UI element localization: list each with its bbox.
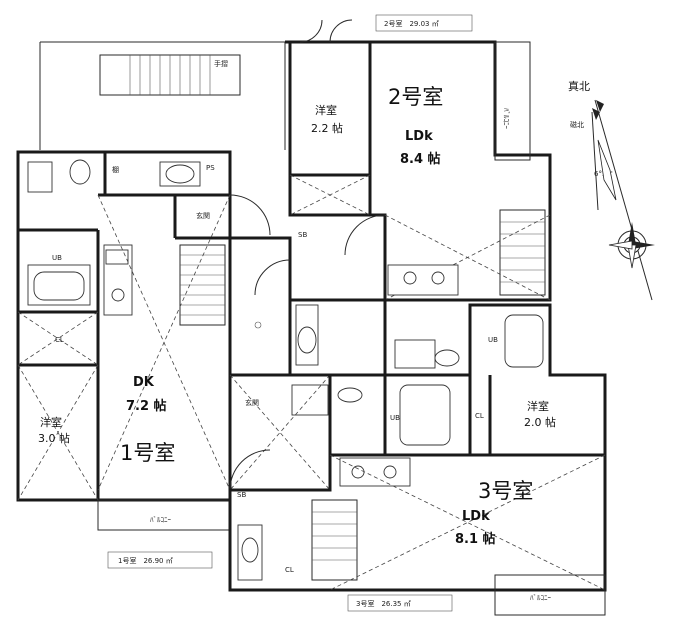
cl-label-unit3b: CL: [285, 566, 294, 574]
shelf-label: 棚: [112, 165, 119, 174]
unit3-name: 3号室: [478, 479, 533, 503]
unit1-main-size: 7.2 帖: [126, 398, 167, 414]
unit2-main-size: 8.4 帖: [400, 151, 441, 167]
sb-label-unit2: SB: [298, 231, 307, 239]
unit1-west-size: 3.0 帖: [38, 432, 70, 445]
cl-label-unit3: CL: [475, 412, 484, 420]
sb-label-central: SB: [237, 491, 246, 499]
unit-1: 棚 PS UB CL 玄関 ﾊﾞﾙｺﾆｰ DK 7.2 帖 1号室 洋室: [16, 150, 271, 569]
ps-label-unit1: PS: [206, 164, 215, 172]
unit1-name: 1号室: [120, 441, 175, 465]
balcony-label-unit2: ﾊﾞﾙｺﾆｰ: [502, 108, 510, 129]
ub-label-unit2: UB: [488, 336, 498, 344]
magnetic-north-label: 磁北: [570, 120, 584, 129]
unit2-main-room: LDk: [405, 129, 433, 144]
unit3-main-room: LDk: [462, 509, 490, 524]
unit3-west-room: 洋室: [527, 399, 549, 413]
unit2-area: 2号室 29.03 ㎡: [384, 19, 439, 28]
balcony-label-unit3: ﾊﾞﾙｺﾆｰ: [530, 594, 551, 602]
unit1-west-room: 洋室: [40, 415, 62, 429]
ub-label-unit1: UB: [52, 254, 62, 262]
central-core: 玄関 SB: [228, 236, 460, 499]
true-north-label: 真北: [568, 79, 590, 93]
unit3-area: 3号室 26.35 ㎡: [356, 599, 411, 608]
cl-label-unit1: CL: [55, 336, 64, 344]
unit2-west-size: 2.2 帖: [311, 122, 343, 135]
unit2-west-room: 洋室: [315, 103, 337, 117]
unit1-main-room: DK: [133, 375, 155, 390]
balcony-label-unit1: ﾊﾞﾙｺﾆｰ: [150, 516, 171, 524]
unit2-name: 2号室: [388, 85, 443, 109]
north-compass: 真北 磁北 6°30': [568, 79, 655, 301]
unit-2: ﾊﾞﾙｺﾆｰ 2号室 29.03 ㎡ 洋室 2.2 帖 2号室 LDk 8.4 …: [285, 14, 552, 302]
unit3-main-size: 8.1 帖: [455, 531, 496, 547]
unit3-west-size: 2.0 帖: [524, 416, 556, 429]
unit1-area: 1号室 26.90 ㎡: [118, 556, 173, 565]
entrance-label-central: 玄関: [245, 398, 259, 407]
handrail-label: 手摺: [214, 59, 228, 68]
entrance-label-unit1: 玄関: [196, 211, 210, 220]
upper-stair-landing: 手摺: [39, 41, 286, 150]
unit-3: UB CL UB 洋室 2.0 帖 CL 3号室 LDk 8.1 帖 ﾊﾞﾙｺﾆ…: [228, 303, 607, 616]
ub-label-unit3: UB: [390, 414, 400, 422]
